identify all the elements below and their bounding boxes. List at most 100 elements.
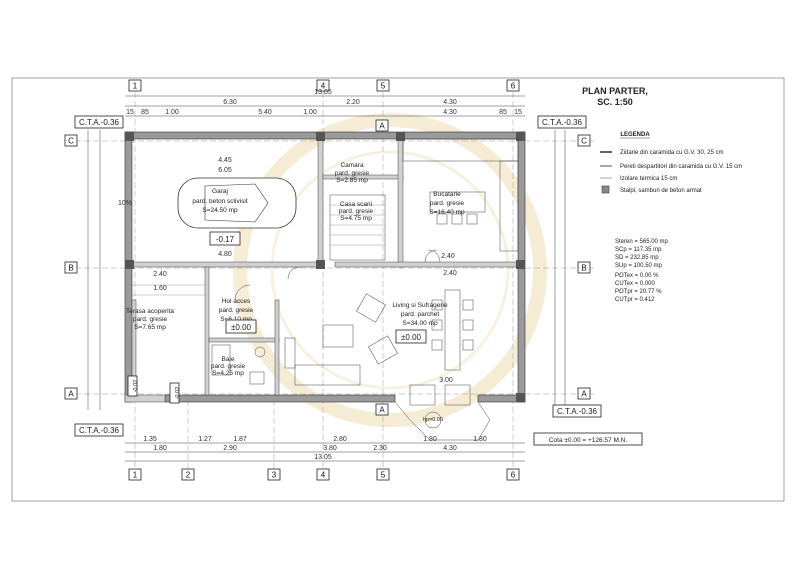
svg-text:C.T.A.-0.36: C.T.A.-0.36 [542,118,583,127]
svg-text:-0.02: -0.02 [175,387,181,400]
svg-text:CUTpr = 0.412: CUTpr = 0.412 [615,297,655,303]
svg-text:Cota ±0.00 = +126.57 M.N.: Cota ±0.00 = +126.57 M.N. [549,437,628,444]
dim-garage-inner: 4.80 [218,251,232,258]
sheet-frame [11,77,785,502]
dim-bottom-total: 13.05 [314,454,332,461]
legend-item-pillars: Stalpi, samburi de beton armat [601,185,702,194]
dim-bay: 3.00 [439,377,453,384]
structural-pillars [125,132,525,402]
svg-text:B: B [68,264,73,273]
interior-walls [131,138,519,396]
svg-text:2.80: 2.80 [333,436,347,443]
svg-text:Izolare termica 15 cm: Izolare termica 15 cm [620,176,677,182]
axis-labels-side: C B A C B A [64,134,591,400]
room-casa-scarii: Casa scarii pard. gresie S=4.75 mp [339,201,374,222]
legend-item-exterior-wall: Zidarie din caramida cu G.V. 30, 25 cm [600,150,724,156]
room-garaj: Garaj pard. beton sclivisit S=24.50 mp [192,188,247,214]
svg-text:Living si Sufragerie: Living si Sufragerie [392,302,448,309]
svg-text:SCp = 117.35 mp: SCp = 117.35 mp [615,247,662,253]
label-hp: hp=0.00 [423,417,443,423]
dim-garage-depth: 6.05 [218,167,232,174]
svg-text:1.27: 1.27 [198,436,212,443]
svg-text:SUp = 100.50 mp: SUp = 100.50 mp [615,263,663,269]
room-bucatarie: Bucatarie pard. gresie S=16.40 mp [429,191,465,216]
site-stats: Steren = 565.00 mp SCp = 117.35 mp SD = … [615,239,669,303]
cta-label-top-left: C.T.A.-0.36 [74,115,124,129]
svg-text:3: 3 [272,471,277,480]
dim-top-row2: 15 85 1.00 5.40 1.00 4.30 85 15 [126,109,522,116]
svg-text:POTex = 0.00 %: POTex = 0.00 % [615,273,659,279]
svg-text:1.35: 1.35 [143,436,157,443]
dining-table [431,289,474,371]
svg-text:3.80: 3.80 [323,445,337,452]
car-icon [177,177,297,229]
reference-elevation: Cota ±0.00 = +126.57 M.N. [533,432,643,446]
room-terasa: Terasa acoperita pard. gresie S=7.65 mp [126,308,174,331]
svg-text:Camara: Camara [340,162,364,169]
svg-text:C.T.A.-0.36: C.T.A.-0.36 [557,407,598,416]
watermark-seal [233,113,547,427]
svg-text:S=24.50 mp: S=24.50 mp [202,207,238,214]
svg-text:POTpr = 20.77 %: POTpr = 20.77 % [615,289,662,295]
svg-text:S=2.85 mp: S=2.85 mp [336,177,368,184]
legend-item-partition-wall: Pereti despartitori din caramida cu G.V.… [600,164,742,170]
svg-text:pard. beton sclivisit: pard. beton sclivisit [192,198,247,205]
bathroom-fixtures [211,344,266,385]
svg-text:1: 1 [133,82,138,91]
dim-bottom-row2: 1.80 2.90 3.80 2.30 4.30 [153,445,457,452]
svg-text:6: 6 [511,471,516,480]
plan-scale: SC. 1:50 [597,97,633,107]
svg-text:S=16.40 mp: S=16.40 mp [429,209,465,216]
svg-text:A: A [379,122,385,131]
legend-heading: LEGENDA [620,132,650,138]
cta-label-bottom-right: C.T.A.-0.36 [552,404,602,418]
legend: LEGENDA Zidarie din caramida cu G.V. 30,… [600,132,742,194]
svg-text:pard. gresie: pard. gresie [335,170,370,177]
svg-text:Hol acces: Hol acces [222,298,251,305]
svg-text:±0.00: ±0.00 [401,333,422,342]
dim-bottom-row1: 1.35 1.27 1.87 2.80 1.80 1.80 [143,436,487,443]
section-mark-bottom: A [375,403,389,416]
legend-item-insulation: Izolare termica 15 cm [600,176,677,182]
svg-text:Steren = 565.00 mp: Steren = 565.00 mp [615,239,669,245]
svg-text:pard. parchet: pard. parchet [401,311,439,318]
room-living: Living si Sufragerie pard. parchet S=34.… [392,302,448,327]
svg-text:Baie: Baie [221,356,234,363]
axis-labels-top: 1 4 5 6 [128,79,520,92]
svg-text:4: 4 [321,471,326,480]
label-slope: 10% [118,200,132,207]
living-furniture [284,293,398,386]
svg-text:Stalpi, samburi de beton armat: Stalpi, samburi de beton armat [620,188,702,194]
plan-title: PLAN PARTER, [582,86,648,96]
svg-text:Terasa acoperita: Terasa acoperita [126,308,174,315]
room-baie: Baie pard. gresie S=4.25 mp [211,356,246,377]
svg-text:15: 15 [126,109,134,116]
svg-text:1.87: 1.87 [233,436,247,443]
terrace-hatch [132,284,205,296]
svg-text:C.T.A.-0.36: C.T.A.-0.36 [79,118,120,127]
svg-text:Pereti despartitori din carami: Pereti despartitori din caramida cu G.V.… [620,164,742,170]
svg-text:85: 85 [141,109,149,116]
dim-terrace-a: 2.40 [153,271,167,278]
svg-text:1.80: 1.80 [153,445,167,452]
svg-text:A: A [68,390,74,399]
dim-garage-width: 4.45 [218,157,232,164]
svg-text:pard. gresie: pard. gresie [430,200,465,207]
room-camara: Camara pard. gresie S=2.85 mp [335,162,370,184]
svg-text:6: 6 [511,82,516,91]
svg-text:C: C [68,137,74,146]
door-swings [234,249,441,301]
svg-text:15: 15 [514,109,522,116]
svg-text:Garaj: Garaj [212,188,228,195]
svg-text:pard. gresie: pard. gresie [133,316,168,323]
cta-label-top-right: C.T.A.-0.36 [537,115,587,129]
svg-text:4.30: 4.30 [443,109,457,116]
svg-text:B: B [581,264,586,273]
dim-top-3: 4.30 [443,99,457,106]
svg-text:1.80: 1.80 [473,436,487,443]
svg-text:Zidarie din caramida cu G.V. 3: Zidarie din caramida cu G.V. 30, 25 cm [620,150,724,156]
section-mark-top: A [375,119,389,132]
dim-terrace-b: 1.60 [153,285,167,292]
svg-text:SD = 232.85 mp: SD = 232.85 mp [615,255,659,261]
